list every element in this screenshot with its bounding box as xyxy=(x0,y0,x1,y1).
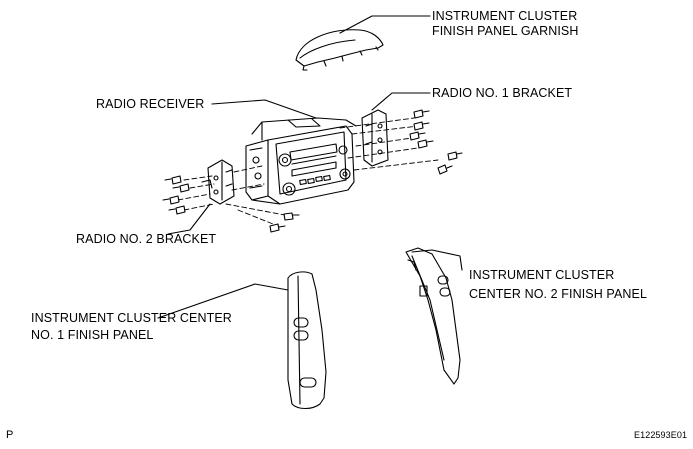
radio-no2-bracket-part xyxy=(201,159,235,205)
garnish-label-line2: FINISH PANEL GARNISH xyxy=(432,24,579,38)
bracket1-label: RADIO NO. 1 BRACKET xyxy=(432,86,573,100)
bracket2-leader-line xyxy=(167,203,211,235)
center-no1-finish-panel-part xyxy=(287,271,327,410)
finish-panel-garnish-part xyxy=(295,29,384,71)
screws-right xyxy=(409,109,463,175)
garnish-leader-line xyxy=(339,15,431,34)
corner-mark: P xyxy=(6,429,14,441)
figure-code: E122593E01 xyxy=(634,430,688,440)
panel2-label-line1: INSTRUMENT CLUSTER xyxy=(469,268,615,282)
panel1-label-line1: INSTRUMENT CLUSTER CENTER xyxy=(31,311,232,325)
assembly-lines xyxy=(177,117,439,227)
radio-receiver-label: RADIO RECEIVER xyxy=(96,97,205,111)
panel1-leader-line xyxy=(157,283,289,319)
screws-left xyxy=(162,175,300,233)
bracket1-leader-line xyxy=(371,92,431,111)
radio-receiver-leader-line xyxy=(211,99,317,119)
bracket2-label: RADIO NO. 2 BRACKET xyxy=(76,232,217,246)
panel1-label-line2: NO. 1 FINISH PANEL xyxy=(31,328,154,342)
panel2-label-line2: CENTER NO. 2 FINISH PANEL xyxy=(469,287,647,301)
radio-receiver-part xyxy=(245,117,357,205)
panel2-leader-line xyxy=(411,249,463,271)
radio-no1-bracket-part xyxy=(361,109,389,167)
garnish-label-line1: INSTRUMENT CLUSTER xyxy=(432,9,578,23)
center-no2-finish-panel-part xyxy=(405,247,461,385)
